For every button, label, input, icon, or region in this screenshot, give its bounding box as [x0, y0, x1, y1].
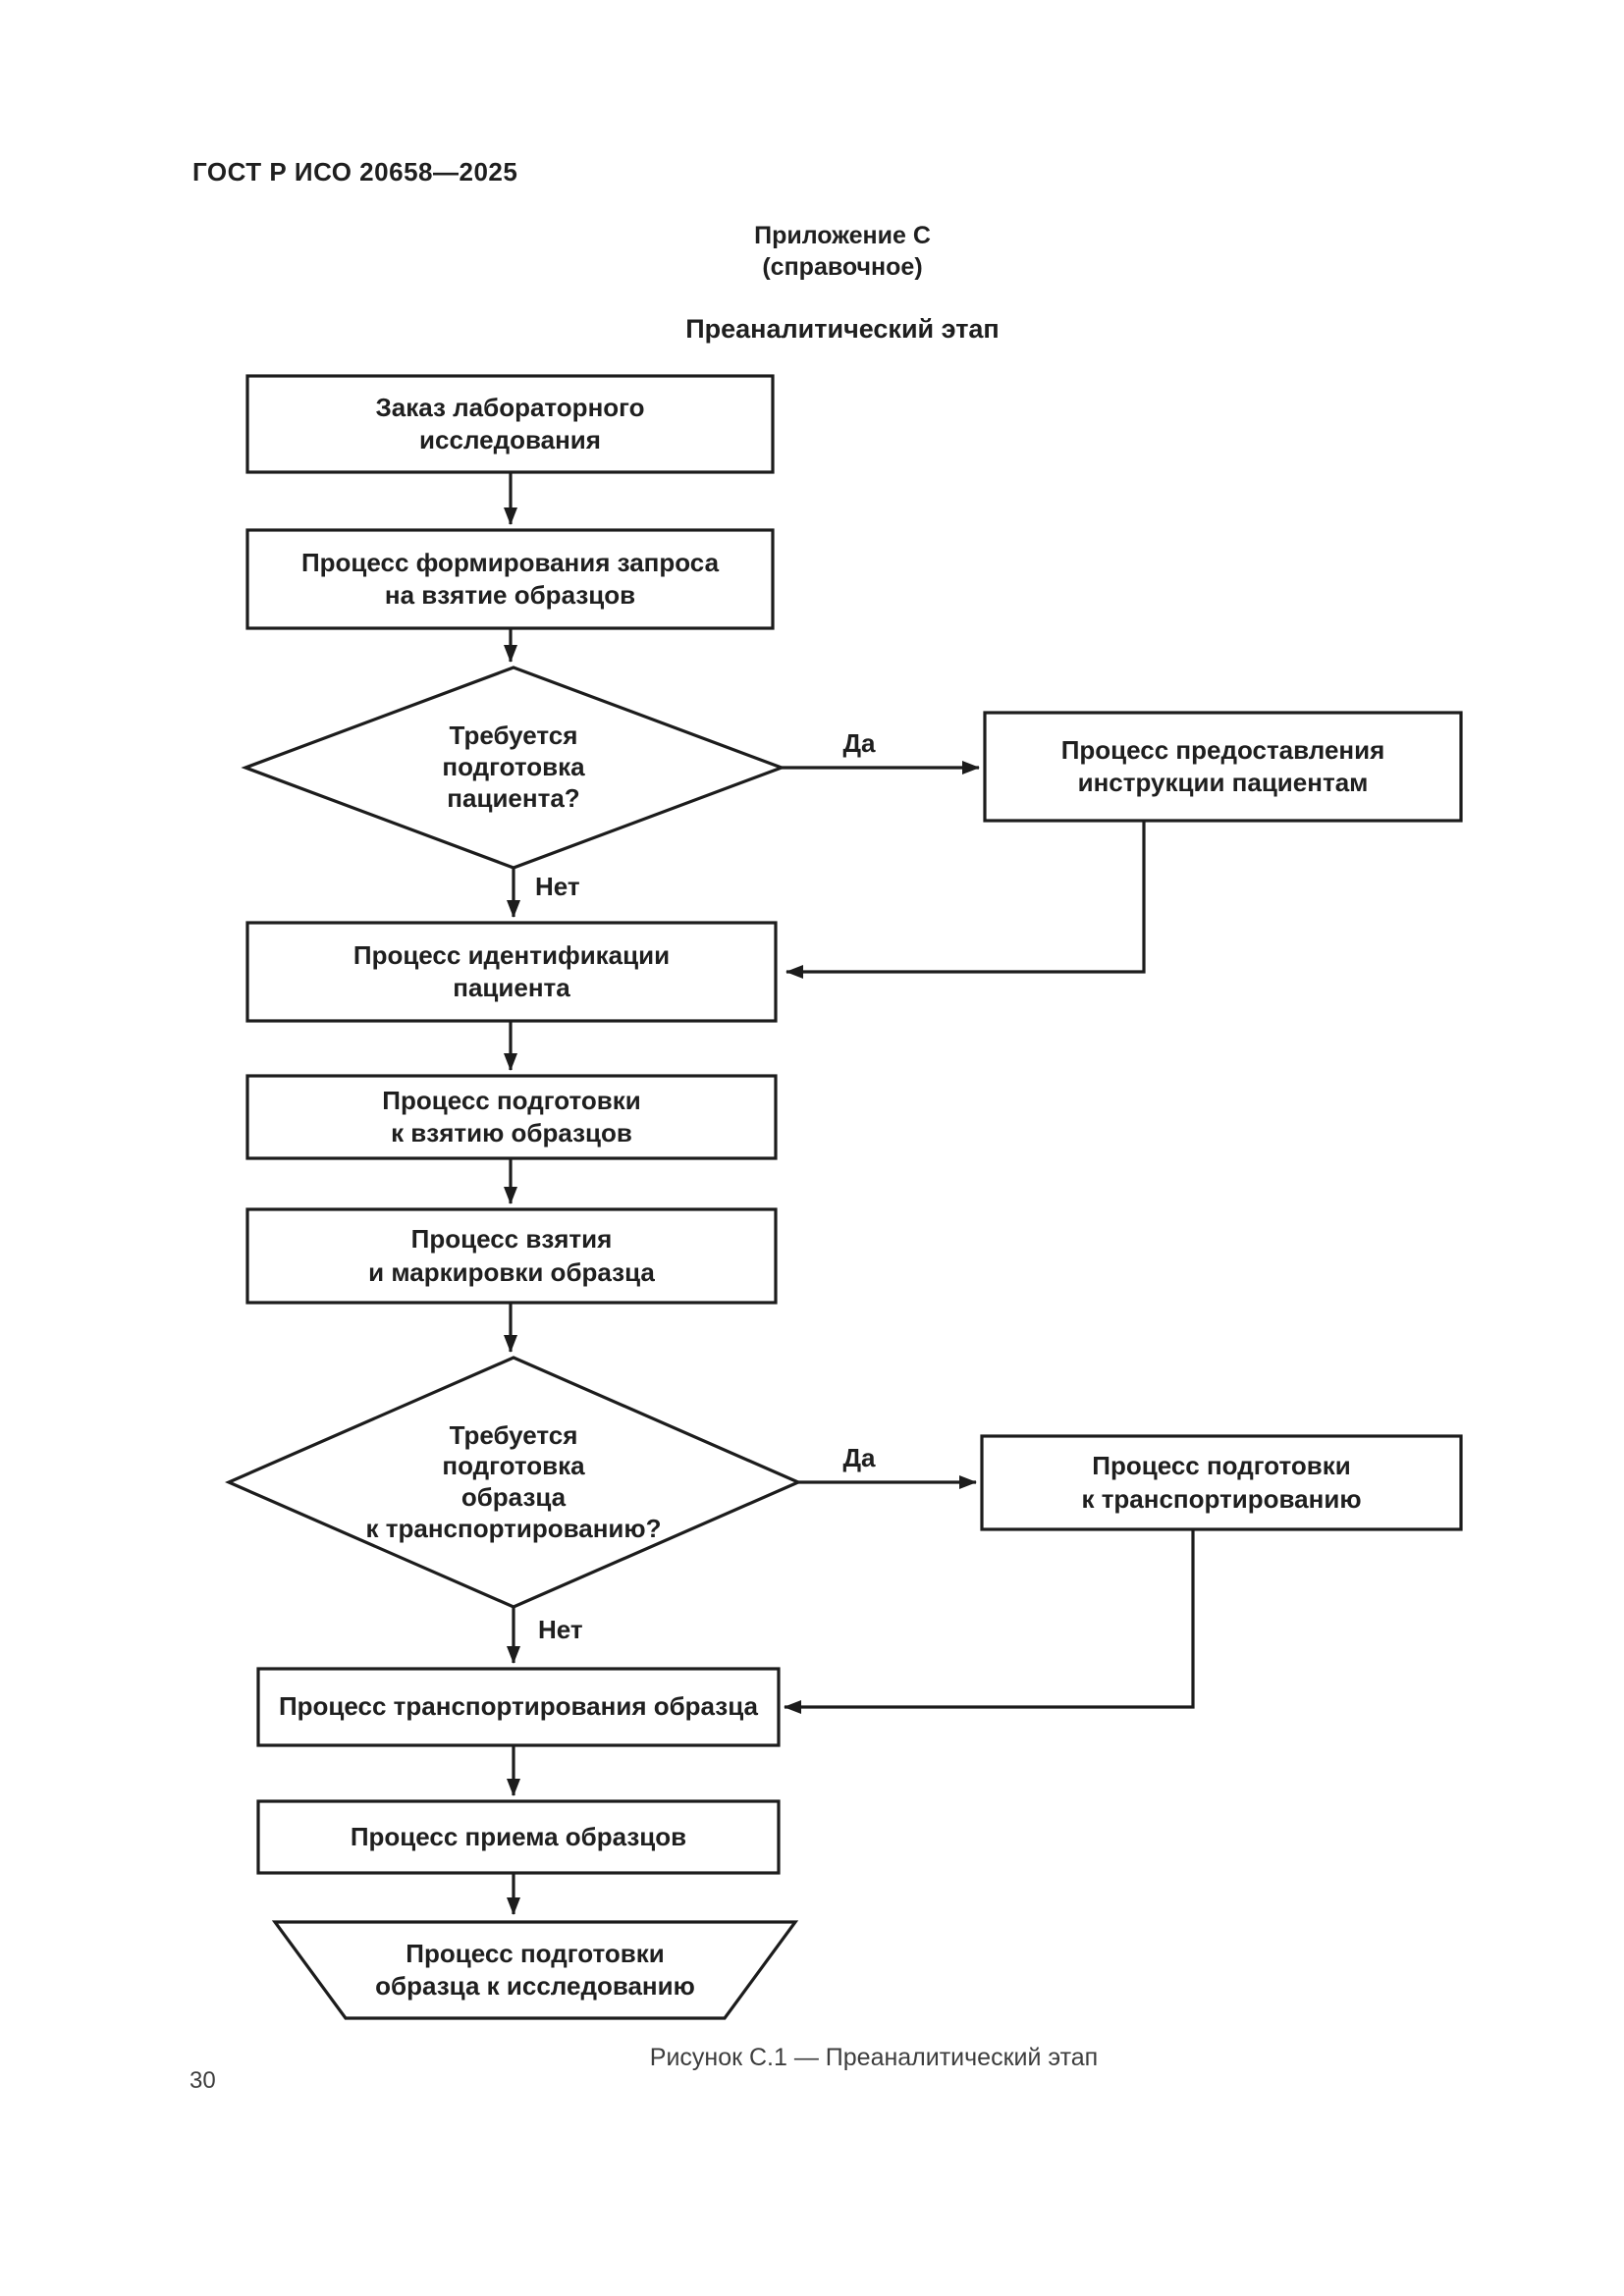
branch-label-no-2: Нет	[538, 1615, 583, 1644]
node-reception-box	[256, 1799, 781, 1875]
node-identification-box	[245, 921, 778, 1023]
node-transport-box	[256, 1667, 781, 1747]
appendix-subtitle: (справочное)	[762, 253, 923, 281]
node-request-box	[245, 528, 775, 630]
page-number: 30	[189, 2067, 216, 2094]
arrow-instructions-to-identification	[785, 821, 1146, 979]
branch-label-yes-2: Да	[842, 1443, 876, 1472]
document-code: ГОСТ Р ИСО 20658—2025	[192, 157, 518, 187]
appendix-title: Приложение С	[754, 222, 931, 249]
node-instructions-box	[983, 711, 1463, 823]
section-title: Преаналитический этап	[685, 314, 1000, 344]
node-order-box	[245, 374, 775, 474]
node-exam-prep-trapezoid	[271, 1920, 799, 2020]
node-reception-label: Процесс приема образцов	[350, 1821, 687, 1851]
node-transport-prep-box	[980, 1434, 1463, 1531]
figure-caption: Рисунок С.1 — Преаналитический этап	[649, 2044, 1099, 2071]
node-transport-label: Процесс транспортирования образца	[278, 1691, 758, 1722]
branch-label-no-1: Нет	[535, 872, 580, 901]
branch-label-yes-1: Да	[842, 728, 876, 758]
arrow-transport-prep-to-transport	[784, 1529, 1195, 1714]
